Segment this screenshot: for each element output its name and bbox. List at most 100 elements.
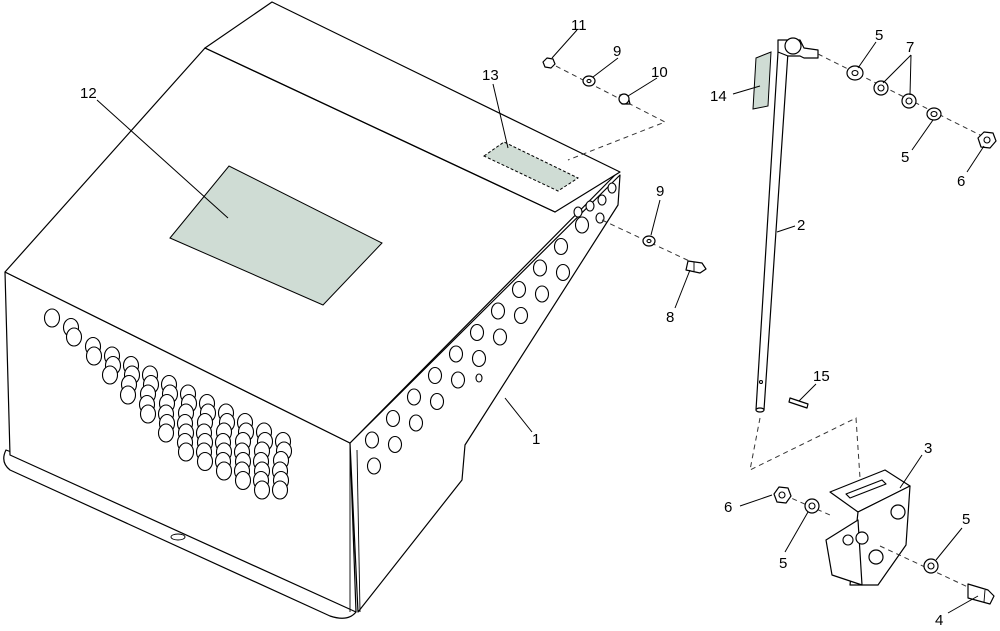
side-vent-hole xyxy=(574,216,590,234)
callout-5-bracket-b: 5 xyxy=(962,511,970,528)
decal-label-13 xyxy=(483,141,580,192)
front-vent-hole xyxy=(65,327,83,347)
side-vent-hole-small xyxy=(595,212,605,224)
leader-5-bracket-b xyxy=(935,527,963,561)
callout-6-top: 6 xyxy=(957,173,965,190)
callout-6-bracket: 6 xyxy=(724,499,732,516)
bracket-stud-a xyxy=(890,504,906,520)
side-vent-hole-small xyxy=(573,206,583,218)
nut-11 xyxy=(542,57,556,69)
washer-5-top-b-bore xyxy=(930,110,938,118)
side-vent-hole xyxy=(490,302,506,320)
spacer-10-end xyxy=(618,93,630,105)
assembly-line-top xyxy=(547,61,667,161)
callout-5-top-b: 5 xyxy=(901,149,909,166)
callout-11: 11 xyxy=(571,17,587,34)
leader-12 xyxy=(96,99,229,219)
side-vent-hole xyxy=(534,285,550,303)
callout-3: 3 xyxy=(924,440,932,457)
side-vent-hole xyxy=(408,414,424,432)
leader-2 xyxy=(776,225,796,233)
leader-6-top xyxy=(966,145,985,173)
front-vent-hole xyxy=(253,480,271,500)
callout-15: 15 xyxy=(813,368,830,385)
side-vent-hole xyxy=(450,371,466,389)
side-vent-hole xyxy=(469,323,485,342)
washer-5-top-a-bore xyxy=(851,69,859,77)
side-vent-hole xyxy=(553,237,569,256)
washer-9-top-bore xyxy=(586,78,592,84)
side-vent-hole xyxy=(513,306,529,325)
front-vent-hole xyxy=(177,442,195,462)
callout-8: 8 xyxy=(666,309,674,326)
side-vent-hole xyxy=(532,259,548,277)
hardware-group-bracket xyxy=(773,486,995,605)
leader-6-bracket xyxy=(739,494,773,507)
callout-1: 1 xyxy=(532,431,540,448)
side-vent-hole xyxy=(555,263,571,282)
bolt-4 xyxy=(967,583,995,605)
front-vent-hole xyxy=(101,365,119,385)
callout-13: 13 xyxy=(482,67,499,84)
leader-7-a xyxy=(882,54,912,84)
front-vent-hole xyxy=(234,470,252,491)
front-vent-hole xyxy=(119,385,137,405)
callout-14: 14 xyxy=(710,88,727,105)
callout-2: 2 xyxy=(797,217,805,234)
part-1-cover-housing xyxy=(3,1,621,619)
leader-4 xyxy=(947,595,979,614)
callout-9-top: 9 xyxy=(613,43,621,60)
leader-5-top-b xyxy=(911,119,934,151)
side-vent-hole xyxy=(492,328,508,346)
decal-label-14 xyxy=(752,51,772,110)
rod-pin-hole xyxy=(758,379,764,385)
washer-7-b-bore xyxy=(905,97,913,105)
callout-9-side: 9 xyxy=(656,183,664,200)
bracket-stud-b xyxy=(868,549,884,565)
leader-14 xyxy=(732,85,761,95)
side-vent-holes xyxy=(364,182,617,475)
leader-10 xyxy=(627,77,658,97)
callout-4: 4 xyxy=(935,612,943,629)
rod-collar xyxy=(784,37,802,55)
leader-11 xyxy=(551,29,578,59)
side-vent-hole xyxy=(471,349,487,368)
leader-lines xyxy=(96,29,985,614)
washer-5-bracket-b-bore xyxy=(927,562,935,570)
side-vent-hole xyxy=(385,409,401,428)
front-vent-holes xyxy=(43,308,293,500)
side-vent-hole xyxy=(387,435,403,454)
callout-5-bracket-a: 5 xyxy=(779,555,787,572)
bracket-stud-c xyxy=(855,531,869,545)
leader-3 xyxy=(899,454,923,489)
front-vent-hole xyxy=(196,451,214,472)
cover-corner-edge-inner xyxy=(356,449,361,613)
leader-9-top xyxy=(592,57,619,78)
leader-7-b xyxy=(909,54,912,96)
front-vent-hole xyxy=(139,404,157,424)
bracket-slot xyxy=(845,479,887,499)
callout-10: 10 xyxy=(651,64,668,81)
front-vent-hole xyxy=(157,423,175,443)
washer-7-a-bore xyxy=(877,84,885,92)
bracket-hole-a xyxy=(842,534,854,546)
side-vent-hole xyxy=(406,388,422,406)
hardware-group-rod-top xyxy=(846,65,997,149)
leader-13 xyxy=(492,83,509,149)
side-vent-hole xyxy=(448,345,464,363)
leader-5-bracket-a xyxy=(784,511,809,553)
hardware-group-cover-top xyxy=(542,57,707,274)
callout-7: 7 xyxy=(906,39,914,56)
leader-15 xyxy=(798,383,817,402)
leader-5-top-a xyxy=(857,41,877,69)
flange-slot xyxy=(170,533,186,541)
side-vent-hole xyxy=(427,366,443,385)
pin-15 xyxy=(788,397,809,409)
side-vent-hole xyxy=(364,431,380,449)
front-vent-hole xyxy=(271,480,289,500)
leader-9-side xyxy=(650,199,661,236)
leader-1 xyxy=(504,397,533,433)
cover-side-face xyxy=(349,174,621,613)
assembly-line-rod-bracket xyxy=(749,417,861,479)
